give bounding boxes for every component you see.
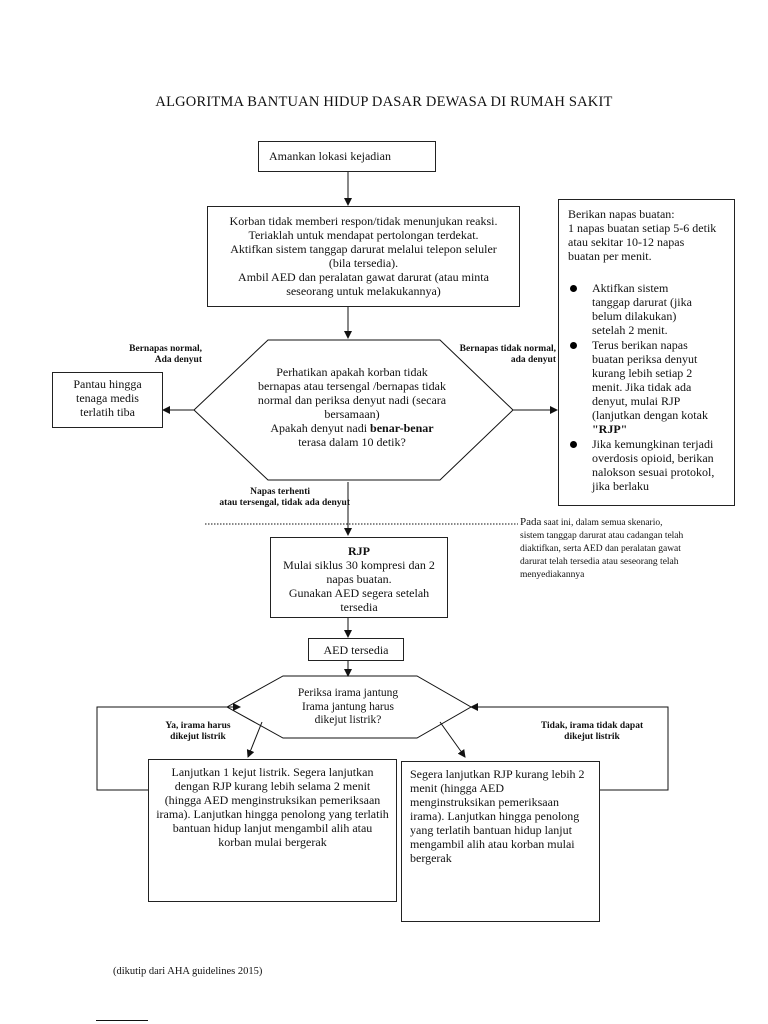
check-question: Apakah denyut nadi benar-benar — [228, 421, 476, 435]
bullet-dot-icon — [570, 342, 577, 349]
arrow-rhythm-to-noshock — [439, 721, 466, 758]
rescue-bullet-list: Aktifkan sistem tanggap darurat (jika be… — [568, 281, 728, 493]
unresponsive-line: Aktifkan sistem tanggap darurat melalui … — [230, 242, 497, 256]
label-line: Ya, irama harus — [165, 721, 231, 731]
rhythm-line: Irama jantung harus — [302, 700, 394, 713]
rjp-box: RJP Mulai siklus 30 kompresi dan 2 napas… — [270, 537, 448, 618]
shock-text: Lanjutkan 1 kejut listrik. Segera lanjut… — [156, 765, 389, 849]
rjp-title: RJP — [348, 544, 370, 558]
noshock-text: Segera lanjutkan RJP kurang lebih 2 meni… — [410, 767, 585, 865]
aed-available-text: AED tersedia — [323, 643, 389, 657]
label-line: Bernapas normal, — [129, 344, 202, 354]
label-line: atau tersengal, tidak ada denyut — [219, 498, 350, 508]
check-line: bersamaan) — [324, 407, 380, 421]
check-decision-text: Perhatikan apakah korban tidak bernapas … — [228, 365, 476, 449]
check-line: Perhatikan apakah korban tidak — [276, 365, 428, 379]
rescue-intro-line: 1 napas buatan setiap 5-6 detik — [568, 221, 717, 235]
bullet-dot-icon — [570, 285, 577, 292]
label-line: Napas terhenti — [250, 487, 310, 497]
rescue-breathing-box: Berikan napas buatan: 1 napas buatan set… — [558, 199, 735, 506]
label-line: Tidak, irama tidak dapat — [540, 721, 644, 731]
rescue-intro-line: atau sekitar 10-12 napas — [568, 235, 685, 249]
label-shockable: Ya, irama harus dikejut listrik — [148, 721, 248, 743]
monitor-box: Pantau hingga tenaga medis terlatih tiba — [52, 372, 163, 428]
check-line: bernapas atau tersengal /bernapas tidak — [258, 379, 446, 393]
unresponsive-line: seseorang untuk melakukannya) — [286, 284, 441, 298]
label-normal-breathing: Bernapas normal, Ada denyut — [112, 344, 202, 366]
label-arrest: Napas terhenti atau tersengal, tidak ada… — [190, 487, 350, 509]
check-question-end: terasa dalam 10 detik? — [298, 435, 406, 449]
label-line: Ada denyut — [154, 355, 202, 365]
check-question-pre: Apakah denyut nadi — [270, 421, 371, 435]
unresponsive-line: Ambil AED dan peralatan gawat darurat (a… — [238, 270, 489, 284]
label-line: Bernapas tidak normal, — [459, 344, 556, 354]
loop-left — [96, 703, 241, 791]
check-line: normal dan periksa denyut nadi (secara — [257, 393, 447, 407]
note-line: darurat telah tersedia atau seseorang te… — [520, 557, 679, 567]
note-line: sistem tanggap darurat atau cadangan tel… — [520, 531, 684, 541]
monitor-line: terlatih tiba — [80, 405, 135, 419]
note-line: menyediakannya — [520, 570, 585, 580]
monitor-line: tenaga medis — [76, 391, 139, 405]
note-line: Pada saat ini, dalam semua skenario, — [520, 516, 750, 530]
rescue-bullet: Aktifkan sistem tanggap darurat (jika be… — [568, 281, 728, 337]
rjp-line: Gunakan AED segera setelah — [288, 586, 430, 600]
bullet-dot-icon — [570, 441, 577, 448]
rhythm-decision-shape — [225, 675, 473, 739]
label-nonshockable: Tidak, irama tidak dapat dikejut listrik — [522, 721, 662, 743]
citation: (dikutip dari AHA guidelines 2015) — [113, 966, 263, 977]
aed-available-box: AED tersedia — [308, 638, 404, 661]
scenario-note: Pada saat ini, dalam semua skenario, sis… — [520, 516, 750, 582]
rescue-bullet-text: Aktifkan sistem tanggap darurat (jika be… — [592, 281, 692, 337]
loop-right — [470, 703, 669, 791]
note-line: diaktifkan, serta AED dan peralatan gawa… — [520, 544, 681, 554]
check-question-emphasis: benar-benar — [370, 421, 434, 435]
unresponsive-line: Korban tidak memberi respon/tidak menunj… — [229, 214, 498, 228]
rescue-intro-line: buatan per menit. — [568, 249, 652, 263]
arrow-rhythm-to-shock — [246, 721, 263, 758]
label-abnormal-breathing: Bernapas tidak normal, ada denyut — [448, 344, 556, 366]
rhythm-line: Periksa irama jantung — [297, 687, 399, 699]
note-lead: Pada — [520, 516, 542, 528]
check-decision-shape — [193, 339, 514, 481]
rescue-bullet-text: Jika kemungkinan terjadi overdosis opioi… — [592, 437, 715, 493]
rescue-bullet-text: Terus berikan napas buatan periksa denyu… — [592, 338, 708, 422]
rhythm-decision-text: Periksa irama jantung Irama jantung haru… — [268, 687, 428, 728]
rjp-line: Mulai siklus 30 kompresi dan 2 — [283, 558, 435, 572]
monitor-line: Pantau hingga — [73, 377, 142, 391]
rescue-bullet: Jika kemungkinan terjadi overdosis opioi… — [568, 437, 728, 493]
rjp-line: tersedia — [340, 600, 378, 614]
unresponsive-line: Teriaklah untuk mendapat pertolongan ter… — [248, 228, 479, 242]
label-line: ada denyut — [510, 355, 556, 365]
note-text: saat ini, dalam semua skenario, — [543, 518, 663, 528]
unresponsive-box: Korban tidak memberi respon/tidak menunj… — [207, 206, 520, 307]
rescue-intro-line: Berikan napas buatan: — [568, 207, 675, 221]
rhythm-line: dikejut listrik? — [314, 714, 382, 726]
shock-box: Lanjutkan 1 kejut listrik. Segera lanjut… — [148, 759, 397, 902]
rescue-bullet-emphasis: "RJP" — [592, 422, 628, 436]
unresponsive-line: (bila tersedia). — [328, 256, 399, 270]
label-line: dikejut listrik — [170, 732, 226, 742]
secure-scene-box: Amankan lokasi kejadian — [258, 141, 436, 172]
rescue-bullet: Terus berikan napas buatan periksa denyu… — [568, 338, 728, 436]
rjp-line: napas buatan. — [326, 572, 392, 586]
page-title: ALGORITMA BANTUAN HIDUP DASAR DEWASA DI … — [155, 94, 613, 110]
footnote-rule — [96, 1020, 148, 1021]
secure-scene-text: Amankan lokasi kejadian — [269, 149, 391, 163]
label-line: dikejut listrik — [564, 732, 620, 742]
noshock-box: Segera lanjutkan RJP kurang lebih 2 meni… — [401, 761, 600, 922]
